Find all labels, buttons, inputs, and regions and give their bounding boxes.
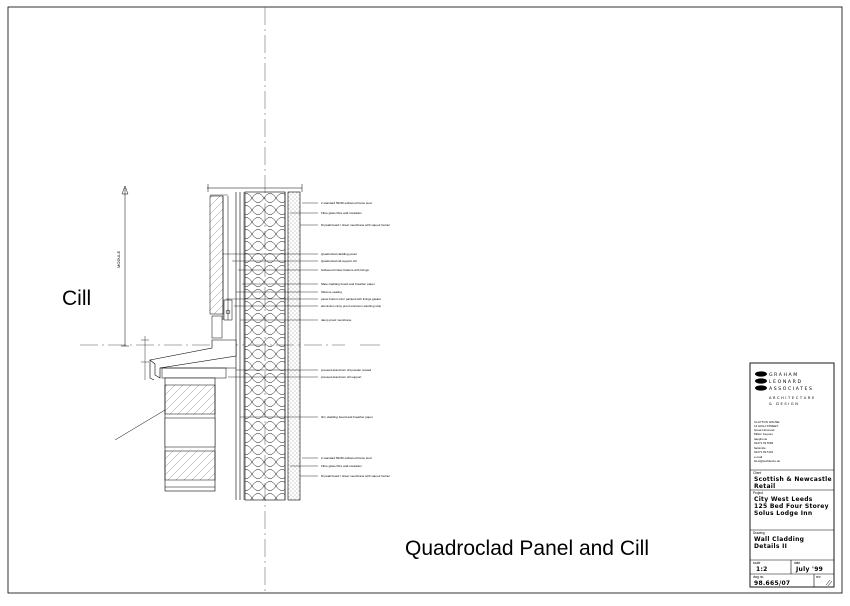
client-label: Client [753, 471, 761, 475]
logo-sub-1: ARCHITECTURE [769, 396, 816, 400]
dwg-no-value: 98.665/07 [754, 580, 790, 587]
annotation-text: Silicone sealing [321, 290, 342, 294]
drawing-line-2: Details II [754, 543, 787, 550]
practice-logo: GRAHAM LEONARD ASSOCIATES ARCHITECTURE &… [755, 371, 816, 406]
project-line-3: Solus Lodge Inn [754, 510, 812, 517]
cill-label: Cill [62, 287, 92, 310]
date-label: date [794, 561, 800, 565]
client-line-2: Retail [754, 483, 776, 490]
address-line: CLAYTON HOUSE [754, 420, 779, 424]
cladding-panel [209, 195, 233, 339]
title-block: GRAHAM LEONARD ASSOCIATES ARCHITECTURE &… [749, 362, 835, 588]
annotation-text: Drywall board / sheet membrane with vapo… [321, 474, 390, 478]
annotation-text: Quadroclad rail support sill [321, 259, 357, 263]
annotation-text: pressed aluminium sill powder coated [321, 368, 371, 372]
inner-lining [284, 191, 301, 501]
annotation-text: 2 standard 5lb/fill softwood frame stud [321, 201, 372, 205]
annotation-group: 2 standard 5lb/fill softwood frame studF… [222, 201, 390, 478]
rev-label: rev. [816, 575, 821, 579]
scale-label: scale [753, 561, 761, 565]
address-line: 01271 817069 [754, 441, 774, 445]
annotation-text: Slate cladding board and breather paper [321, 282, 375, 286]
logo-line-1: GRAHAM [769, 372, 799, 378]
address-line: e-mail [754, 455, 763, 459]
dwg-no-label: dwg no. [753, 575, 764, 579]
logo-line-2: LEONARD [769, 379, 803, 385]
address-line: 01271 817431 [754, 450, 774, 454]
annotation-text: aluminium rainy proof extrusion washing … [321, 304, 381, 308]
annotation-text: Fibre glass fibre wall insulation [321, 464, 362, 468]
annotation-text: 2 standard 5lb/fill softwood frame stud [321, 456, 372, 460]
address-line: GLA@architects.uk [754, 459, 780, 463]
annotation-text: Fibre glass fibre wall insulation [321, 211, 362, 215]
annotation-text: Drywall board / sheet membrane with vapo… [321, 223, 390, 227]
address-line: Milton Keynes [754, 432, 773, 436]
annotation-text: Softwood timber battens with fixings [321, 268, 369, 272]
stud-and-sheathing [235, 192, 245, 500]
annotation-text: damp proof membrane [321, 318, 352, 322]
project-line-1: City West Leeds [754, 496, 813, 503]
client-line-1: Scottish & Newcastle [754, 476, 832, 483]
drawing-line-1: Wall Cladding [754, 536, 804, 543]
sheet-border [7, 6, 843, 594]
module-dimension: MODULE [116, 185, 129, 347]
annotation-text: Quadroclad cladding panel [321, 252, 357, 256]
top-dimension [207, 184, 303, 196]
annotation-text: firm cladding board and breather paper [321, 415, 373, 419]
drawing-label: Drawing [753, 531, 765, 535]
date-value: July '99 [795, 566, 823, 573]
project-label: Project [753, 491, 763, 495]
address-line: facsimile [754, 446, 766, 450]
address-line: Great Horwood [754, 428, 775, 432]
corner-mark [825, 579, 833, 587]
annotation-text: panel bottom trim/ painted with fixings … [321, 297, 381, 301]
logo-line-3: ASSOCIATES [769, 386, 814, 392]
address-line: telephone [754, 437, 768, 441]
drawing-caption: Quadroclad Panel and Cill [405, 537, 649, 560]
insulation-layer [244, 191, 286, 501]
brickwork [114, 377, 216, 492]
project-line-2: 125 Bed Four Storey [754, 503, 829, 510]
logo-sub-2: & DESIGN [769, 402, 800, 406]
module-label: MODULE [116, 251, 121, 268]
address-line: 14 HIGH STREET [754, 424, 779, 428]
scale-value: 1:2 [756, 566, 768, 573]
annotation-text: pressed aluminium sill support [321, 375, 362, 379]
